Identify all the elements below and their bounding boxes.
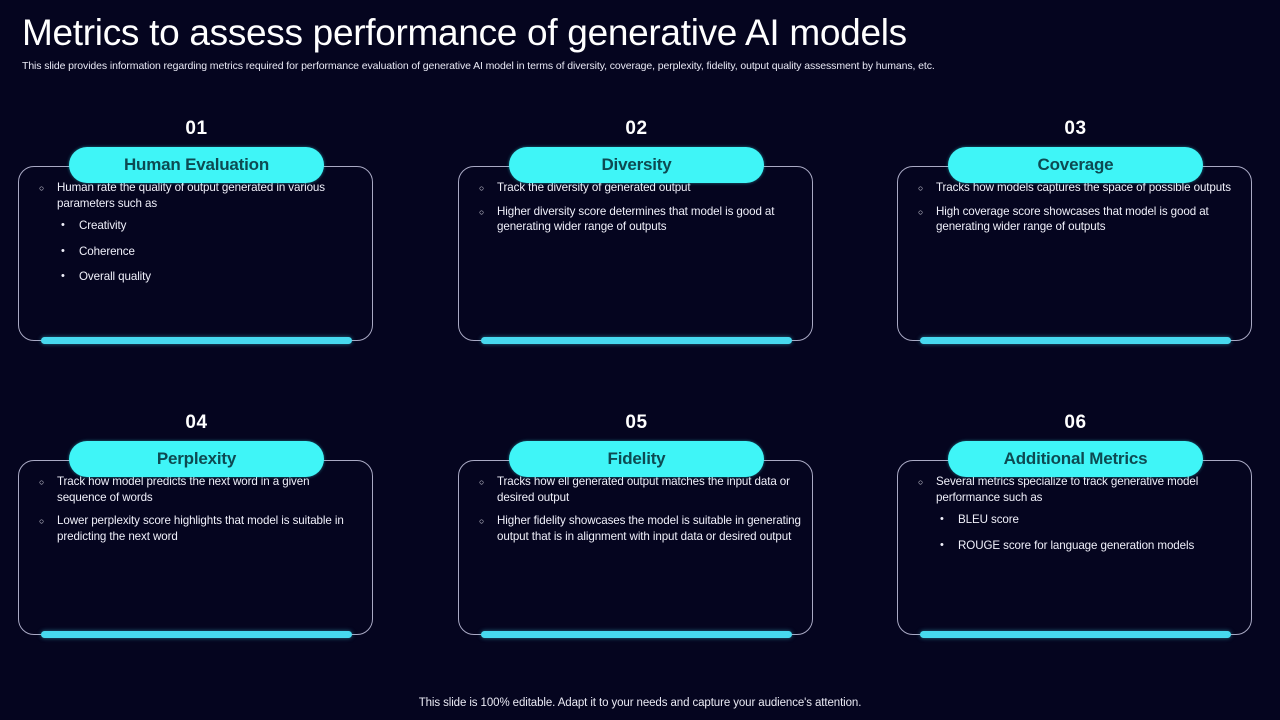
metric-pill-label: Coverage [1037, 155, 1114, 174]
bullet-list: Several metrics specialize to track gene… [916, 474, 1241, 563]
metric-pill-label: Diversity [601, 155, 672, 174]
metric-pill-label: Human Evaluation [123, 155, 270, 174]
metric-card-body: Several metrics specialize to track gene… [897, 460, 1252, 638]
metric-accent-bar [41, 631, 352, 638]
bullet-item: Tracks how models captures the space of … [916, 180, 1241, 196]
bullet-list: Track how model predicts the next word i… [37, 474, 362, 552]
metric-pill-label: Additional Metrics [1003, 449, 1148, 468]
metric-number: 04 [185, 412, 208, 433]
metric-pill-01[interactable]: Human Evaluation [69, 147, 324, 183]
bullet-text: Track the diversity of generated output [497, 181, 691, 194]
bullet-text: Several metrics specialize to track gene… [936, 475, 1199, 504]
metric-card-body: Tracks how models captures the space of … [897, 166, 1252, 344]
bullet-list: Tracks how models captures the space of … [916, 180, 1241, 243]
bullet-item: Higher diversity score determines that m… [477, 204, 802, 235]
bullet-text: High coverage score showcases that model… [936, 204, 1209, 234]
sub-bullet-item: Creativity [57, 217, 362, 234]
bullet-list: Track the diversity of generated outputH… [477, 180, 802, 243]
sub-bullet-item: BLEU score [936, 511, 1241, 528]
metric-pill-02[interactable]: Diversity [509, 147, 764, 183]
bullet-item: Track the diversity of generated output [477, 180, 802, 196]
metric-card-body: Tracks how ell generated output matches … [458, 460, 813, 638]
bullet-text: Tracks how models captures the space of … [936, 181, 1231, 194]
metric-pill-04[interactable]: Perplexity [69, 441, 324, 477]
metric-accent-bar [481, 631, 792, 638]
metric-card-body: Track how model predicts the next word i… [18, 460, 373, 638]
sub-bullet-list: CreativityCoherenceOverall quality [57, 217, 362, 285]
bullet-item: Lower perplexity score highlights that m… [37, 513, 362, 544]
metric-pill-03[interactable]: Coverage [948, 147, 1203, 183]
sub-bullet-item: ROUGE score for language generation mode… [936, 537, 1241, 554]
bullet-text: Track how model predicts the next word i… [57, 475, 310, 504]
metric-accent-bar [920, 631, 1231, 638]
sub-bullet-list: BLEU scoreROUGE score for language gener… [936, 511, 1241, 554]
metric-accent-bar [41, 337, 352, 344]
metric-pill-06[interactable]: Additional Metrics [948, 441, 1203, 477]
metric-block-03: 03Tracks how models captures the space o… [897, 118, 1254, 344]
metric-pill-05[interactable]: Fidelity [509, 441, 764, 477]
metric-pill-label: Perplexity [156, 449, 237, 468]
metric-block-04: 04Track how model predicts the next word… [18, 412, 375, 638]
metric-number: 05 [625, 412, 648, 433]
metric-block-01: 01Human rate the quality of output gener… [18, 118, 375, 344]
page-subtitle: This slide provides information regardin… [22, 60, 935, 72]
metric-number: 03 [1064, 118, 1087, 139]
metric-number: 01 [185, 118, 208, 139]
bullet-text: Higher diversity score determines that m… [497, 204, 775, 234]
bullet-text: Tracks how ell generated output matches … [497, 475, 790, 504]
metric-number: 02 [625, 118, 648, 139]
metric-block-06: 06Several metrics specialize to track ge… [897, 412, 1254, 638]
metric-number: 06 [1064, 412, 1087, 433]
bullet-item: Human rate the quality of output generat… [37, 180, 362, 285]
sub-bullet-item: Overall quality [57, 268, 362, 285]
metric-block-02: 02Track the diversity of generated outpu… [458, 118, 815, 344]
page-title: Metrics to assess performance of generat… [22, 12, 907, 53]
bullet-list: Tracks how ell generated output matches … [477, 474, 802, 552]
metric-accent-bar [920, 337, 1231, 344]
metric-accent-bar [481, 337, 792, 344]
sub-bullet-item: Coherence [57, 243, 362, 260]
metric-card-body: Human rate the quality of output generat… [18, 166, 373, 344]
metric-card-body: Track the diversity of generated outputH… [458, 166, 813, 344]
metric-block-05: 05Tracks how ell generated output matche… [458, 412, 815, 638]
bullet-item: High coverage score showcases that model… [916, 204, 1241, 235]
bullet-item: Several metrics specialize to track gene… [916, 474, 1241, 553]
bullet-text: Lower perplexity score highlights that m… [57, 514, 344, 543]
bullet-text: Higher fidelity showcases the model is s… [497, 514, 801, 543]
bullet-text: Human rate the quality of output generat… [57, 181, 325, 210]
bullet-item: Tracks how ell generated output matches … [477, 474, 802, 505]
metric-pill-label: Fidelity [607, 449, 666, 468]
footer-note: This slide is 100% editable. Adapt it to… [418, 697, 862, 709]
bullet-item: Higher fidelity showcases the model is s… [477, 513, 802, 544]
bullet-list: Human rate the quality of output generat… [37, 180, 362, 295]
bullet-item: Track how model predicts the next word i… [37, 474, 362, 505]
